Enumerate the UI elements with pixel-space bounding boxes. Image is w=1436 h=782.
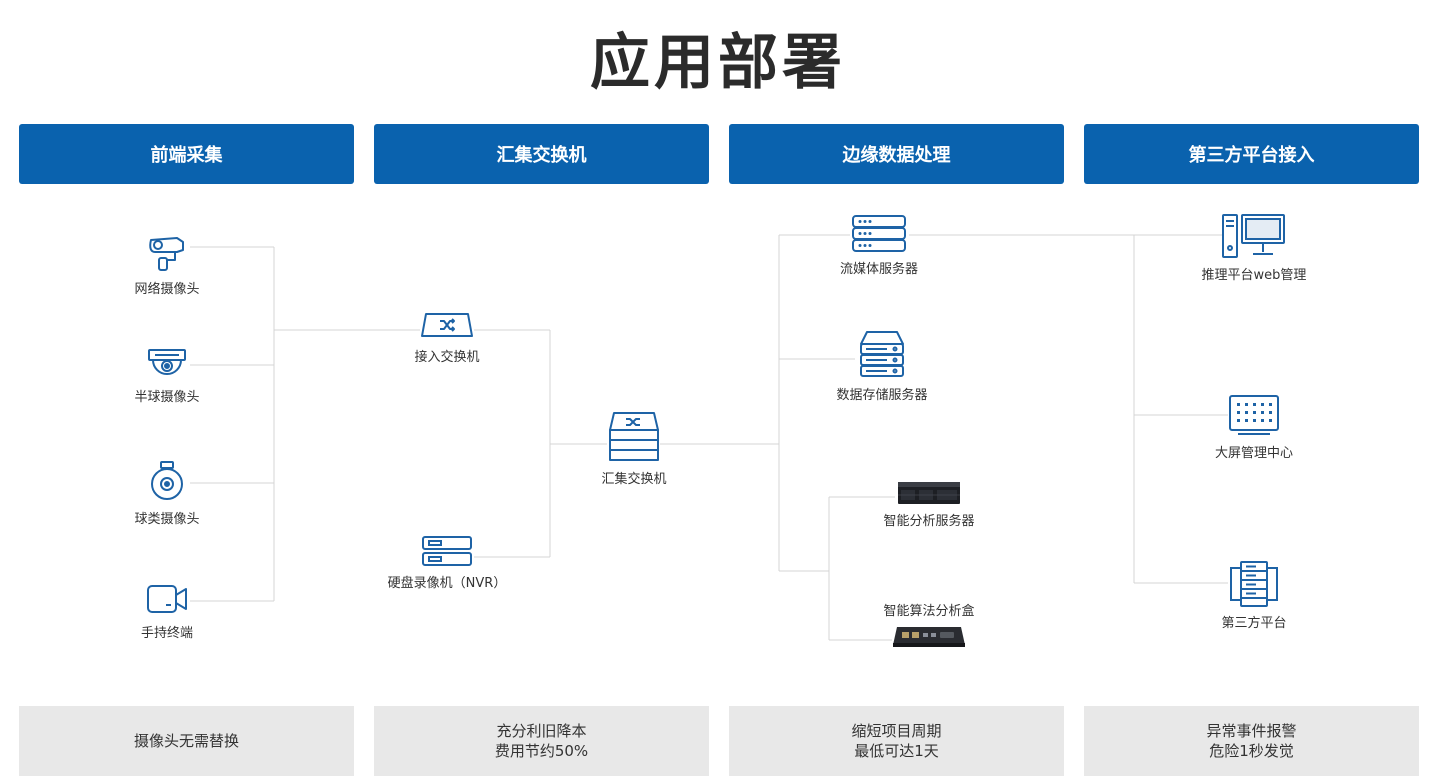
bullet-camera-icon xyxy=(149,237,184,271)
node-ball-camera: 球类摄像头 xyxy=(117,460,217,527)
footer-benefit-frontend: 摄像头无需替换 xyxy=(19,706,354,776)
storage-server-label: 数据存储服务器 xyxy=(836,388,928,403)
rack-server-photo-icon xyxy=(898,482,960,504)
ball-camera-label: 球类摄像头 xyxy=(134,512,200,527)
node-ai-analysis-server: 智能分析服务器 xyxy=(862,480,996,529)
access-switch-icon xyxy=(421,313,473,337)
node-streaming-server: 流媒体服务器 xyxy=(814,214,944,277)
node-access-switch: 接入交换机 xyxy=(377,310,517,365)
ai-analysis-server-label: 智能分析服务器 xyxy=(883,514,975,529)
server-cabinet-icon xyxy=(1230,561,1278,607)
nvr-label: 硬盘录像机（NVR） xyxy=(387,576,507,591)
desktop-computer-icon xyxy=(1222,214,1285,258)
video-wall-icon xyxy=(1229,395,1279,435)
streaming-server-label: 流媒体服务器 xyxy=(839,262,918,277)
dome-camera-label: 半球摄像头 xyxy=(134,390,200,405)
access-switch-label: 接入交换机 xyxy=(414,350,480,365)
handheld-video-icon xyxy=(147,585,187,613)
inference-web-management-label: 推理平台web管理 xyxy=(1201,268,1307,283)
node-ai-analysis-box: 智能算法分析盒 xyxy=(864,600,994,649)
ai-analysis-box-label: 智能算法分析盒 xyxy=(883,604,975,619)
third-party-platform-label: 第三方平台 xyxy=(1221,616,1287,631)
node-network-camera: 网络摄像头 xyxy=(117,230,217,297)
header-edge-processing: 边缘数据处理 xyxy=(729,124,1064,184)
header-frontend-capture: 前端采集 xyxy=(19,124,354,184)
node-nvr: 硬盘录像机（NVR） xyxy=(367,534,527,591)
page-title: 应用部署 xyxy=(590,28,846,98)
footer-benefit-line: 异常事件报警 xyxy=(1206,722,1297,740)
aggregation-switch-label: 汇集交换机 xyxy=(601,472,667,487)
network-camera-label: 网络摄像头 xyxy=(134,282,200,297)
ball-camera-icon xyxy=(151,461,183,500)
footer-benefit-line: 充分利旧降本 xyxy=(496,722,587,740)
dome-camera-icon xyxy=(148,349,186,375)
aggregation-switch-icon xyxy=(609,412,659,461)
nvr-icon xyxy=(422,536,472,566)
node-aggregation-switch: 汇集交换机 xyxy=(564,410,704,487)
header-thirdparty-access: 第三方平台接入 xyxy=(1084,124,1419,184)
big-screen-center-label: 大屏管理中心 xyxy=(1214,446,1293,461)
node-third-party-platform: 第三方平台 xyxy=(1190,560,1318,631)
analysis-box-photo-icon xyxy=(893,627,965,647)
footer-benefit-edge: 缩短项目周期 最低可达1天 xyxy=(729,706,1064,776)
footer-benefit-line: 危险1秒发觉 xyxy=(1209,742,1294,760)
footer-benefit-switch: 充分利旧降本 费用节约50% xyxy=(374,706,709,776)
node-dome-camera: 半球摄像头 xyxy=(117,346,217,405)
node-storage-server: 数据存储服务器 xyxy=(817,330,947,403)
node-big-screen-center: 大屏管理中心 xyxy=(1190,394,1318,461)
footer-benefit-line: 费用节约50% xyxy=(494,742,589,760)
header-aggregation-switch: 汇集交换机 xyxy=(374,124,709,184)
footer-benefit-line: 缩短项目周期 xyxy=(851,722,942,740)
storage-server-icon xyxy=(860,331,904,377)
handheld-terminal-label: 手持终端 xyxy=(140,626,193,641)
node-inference-web-management: 推理平台web管理 xyxy=(1184,212,1324,283)
node-handheld-terminal: 手持终端 xyxy=(117,582,217,641)
streaming-server-icon xyxy=(852,215,906,252)
footer-benefit-line: 最低可达1天 xyxy=(854,742,939,760)
footer-benefit-thirdparty: 异常事件报警 危险1秒发觉 xyxy=(1084,706,1419,776)
footer-benefit-line: 摄像头无需替换 xyxy=(133,732,239,750)
